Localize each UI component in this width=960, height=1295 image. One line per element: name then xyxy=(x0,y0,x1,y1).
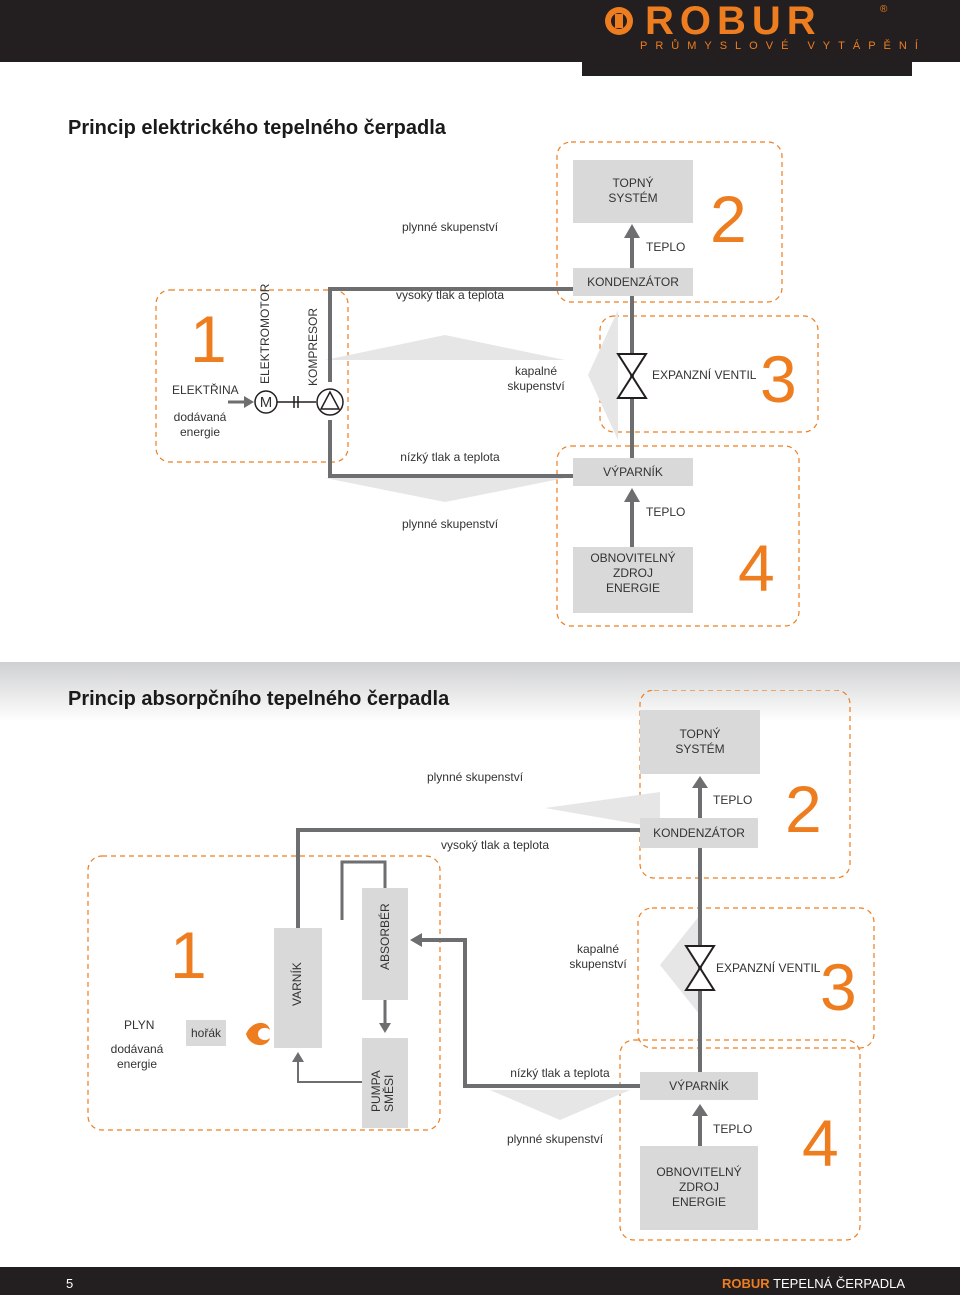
abs-group-3-frame xyxy=(637,907,875,1049)
electric-heat-bottom: TEPLO xyxy=(646,505,686,519)
electric-gas-bottom: plynné skupenství xyxy=(401,517,499,531)
electric-diagram xyxy=(155,141,819,627)
abs-step-2: 2 xyxy=(785,772,822,846)
abs-gas-bottom: plynné skupenství xyxy=(506,1132,604,1146)
footer-title: ROBUR TEPELNÁ ČERPADLA xyxy=(722,1276,905,1291)
electric-expansion-valve: EXPANZNÍ VENTIL xyxy=(652,368,757,382)
abs-expansion-valve: EXPANZNÍ VENTIL xyxy=(716,961,821,975)
electric-low-pressure: nízký tlak a teplota xyxy=(400,450,500,464)
abs-group-2-frame xyxy=(639,690,851,879)
page-number: 5 xyxy=(66,1276,74,1291)
brand-subtitle: PRŮMYSLOVÉ VYTÁPĚNÍ xyxy=(640,40,926,52)
abs-heat-top: TEPLO xyxy=(713,793,753,807)
pipe-low xyxy=(328,420,632,478)
footer-brand: ROBUR xyxy=(722,1276,770,1291)
abs-absorber-box xyxy=(362,888,408,1000)
abs-evaporator: VÝPARNÍK xyxy=(669,1078,729,1093)
absorption-diagram xyxy=(87,690,875,1241)
electric-heating-system: TOPNÝ SYSTÉM xyxy=(608,176,658,205)
electric-step-1: 1 xyxy=(190,302,227,376)
abs-renewable-box xyxy=(640,1146,758,1230)
abs-generator-box xyxy=(274,928,322,1048)
electric-high-pressure: vysoký tlak a teplota xyxy=(395,288,505,302)
expansion-valve-icon xyxy=(616,353,648,378)
electric-motor-label: ELEKTROMOTOR xyxy=(258,283,272,384)
abs-heat-arrow-icon xyxy=(692,776,708,788)
wedge-top xyxy=(325,335,565,360)
abs-expansion-valve-icon xyxy=(684,945,716,970)
abs-renewable: OBNOVITELNÝ ZDROJ ENERGIE xyxy=(656,1164,742,1209)
abs-group-4-frame xyxy=(619,1039,861,1241)
abs-gas: PLYN xyxy=(124,1018,155,1032)
section-band xyxy=(0,662,960,722)
electric-step-4: 4 xyxy=(738,531,775,605)
group-4-frame xyxy=(556,445,800,627)
brand-logo: ROBUR xyxy=(645,0,822,43)
abs-low-pressure: nízký tlak a teplota xyxy=(510,1066,610,1080)
abs-heating-system: TOPNÝ SYSTÉM xyxy=(675,727,725,756)
wedge-bottom xyxy=(325,478,565,502)
electric-renewable: OBNOVITELNÝ ZDROJ ENERGIE xyxy=(590,550,676,595)
abs-condenser-box xyxy=(640,818,758,848)
electric-title: Princip elektrického tepelného čerpadla xyxy=(68,117,446,139)
electric-evaporator: VÝPARNÍK xyxy=(603,464,663,479)
heating-system-box xyxy=(573,160,693,223)
abs-heating-box xyxy=(640,710,760,774)
condenser-box xyxy=(573,268,693,296)
evaporator-box xyxy=(573,458,693,486)
electric-step-3: 3 xyxy=(760,342,797,416)
abs-absorber-label: ABSORBÉR xyxy=(378,903,392,970)
logo-gear-icon xyxy=(605,7,633,35)
electricity-arrow-icon xyxy=(244,396,254,408)
abs-arrow-down-icon xyxy=(379,1023,391,1033)
abs-evaporator-box xyxy=(640,1072,758,1100)
electric-gas-top: plynné skupenství xyxy=(401,220,499,234)
abs-heat-bottom: TEPLO xyxy=(713,1122,753,1136)
abs-condenser: KONDENZÁTOR xyxy=(653,825,745,840)
flame-icon xyxy=(246,1022,270,1046)
abs-arrow-left-icon xyxy=(410,933,422,947)
abs-burner-box xyxy=(186,1020,226,1046)
abs-group-1-frame xyxy=(87,855,441,1131)
registered-mark: ® xyxy=(880,4,888,15)
electric-liquid: kapalné skupenství xyxy=(507,364,565,393)
abs-liquid: kapalné skupenství xyxy=(569,942,627,971)
abs-generator-label: VARNÍK xyxy=(290,962,304,1006)
abs-step-3: 3 xyxy=(820,950,857,1024)
absorption-title: Princip absorpčního tepelného čerpadla xyxy=(68,688,450,710)
footer-text: TEPELNÁ ČERPADLA xyxy=(773,1276,906,1291)
electric-supplied-energy: dodávaná energie xyxy=(173,410,227,439)
heat-arrow-up-icon-2 xyxy=(624,488,640,502)
abs-arrow-up-icon xyxy=(292,1052,304,1062)
motor-label: M xyxy=(259,394,273,411)
renewable-box xyxy=(573,547,693,613)
abs-step-4: 4 xyxy=(802,1106,839,1180)
electric-step-2: 2 xyxy=(710,182,747,256)
abs-pump-box xyxy=(362,1038,408,1128)
abs-supplied-energy: dodávaná energie xyxy=(110,1042,164,1071)
abs-step-1: 1 xyxy=(170,918,207,992)
pipe-high xyxy=(328,287,632,382)
electric-compressor-label: KOMPRESOR xyxy=(306,307,320,386)
footer-bar xyxy=(0,1267,960,1295)
electric-electricity: ELEKTŘINA xyxy=(172,383,239,397)
abs-heat-arrow-icon-2 xyxy=(692,1104,708,1116)
abs-high-pressure: vysoký tlak a teplota xyxy=(440,838,550,852)
abs-burner: hořák xyxy=(190,1025,222,1040)
logo-box xyxy=(582,0,912,76)
group-2-frame xyxy=(556,141,783,303)
electric-heat-top: TEPLO xyxy=(646,240,686,254)
electric-condenser: KONDENZÁTOR xyxy=(587,274,679,289)
wedge-right xyxy=(588,310,618,440)
group-1-frame xyxy=(155,289,349,463)
heat-arrow-up-icon xyxy=(624,224,640,238)
abs-gas-top: plynné skupenství xyxy=(426,770,524,784)
abs-pump-label: PUMPA SMĚSI xyxy=(369,1070,396,1112)
